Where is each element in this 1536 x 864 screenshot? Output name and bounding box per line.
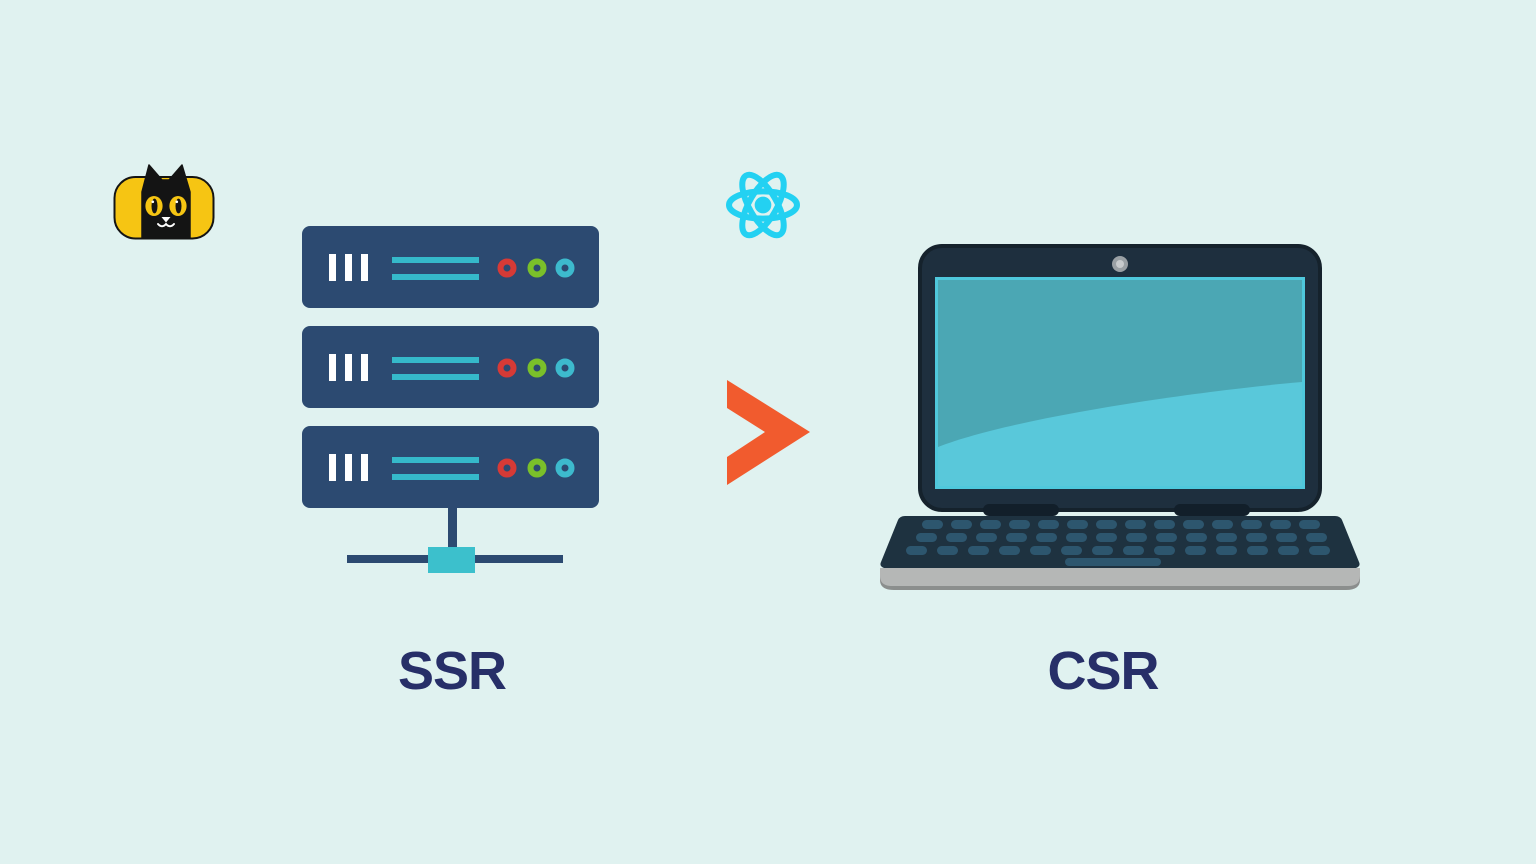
led-green: [527, 358, 547, 378]
server-unit-3: [302, 426, 599, 508]
server-stack-icon: [302, 226, 602, 576]
hinge-right: [1174, 504, 1250, 516]
greater-than-svg: [727, 380, 810, 485]
react-logo: [722, 165, 804, 245]
led-cyan: [555, 358, 575, 378]
led-cyan: [555, 458, 575, 478]
greater-than-icon: [718, 372, 828, 494]
led-red: [497, 458, 517, 478]
led-green: [527, 258, 547, 278]
server-unit-2: [302, 326, 599, 408]
laptop-bottom-bar: [880, 568, 1360, 586]
csr-label: CSR: [1047, 641, 1159, 701]
spacebar-key: [1065, 558, 1161, 566]
server-unit-1: [302, 226, 599, 308]
server-stack-svg: [302, 226, 599, 573]
laptop-icon: [878, 244, 1362, 592]
keyboard-keys: [906, 520, 1330, 566]
laptop-base: [880, 516, 1360, 568]
network-cable-vertical: [448, 508, 457, 558]
led-red: [497, 358, 517, 378]
led-green: [527, 458, 547, 478]
cat-icon: [113, 164, 215, 240]
ssr-label: SSR: [397, 641, 507, 701]
cat-logo: [113, 158, 215, 240]
hinge-left: [983, 504, 1059, 516]
laptop-svg: [880, 244, 1360, 590]
led-cyan: [555, 258, 575, 278]
react-icon: [726, 171, 800, 239]
network-switch: [428, 547, 475, 573]
led-red: [497, 258, 517, 278]
laptop-screen: [935, 277, 1305, 489]
